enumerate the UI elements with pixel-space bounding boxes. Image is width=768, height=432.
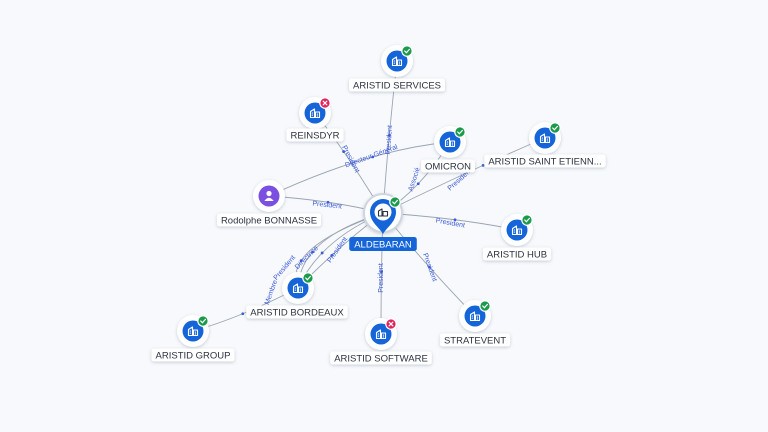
node-label: ARISTID SERVICES [353, 81, 441, 92]
edge-label: Membre [264, 279, 279, 306]
node-label: ARISTID BORDEAUX [250, 308, 344, 319]
edge-arrow-marker [453, 218, 457, 222]
node-label-box [421, 159, 475, 173]
edge-arrow-marker [330, 253, 334, 257]
node-label-box [286, 128, 344, 142]
check-icon [200, 318, 206, 324]
node-label: Rodolphe BONNASSE [221, 216, 317, 227]
edge-arrow-marker [241, 312, 245, 316]
graph-node-rodolphe-bonnasse[interactable]: Rodolphe BONNASSE [216, 180, 322, 227]
graph-node-aristid-bordeaux[interactable]: ARISTID BORDEAUX [246, 272, 348, 319]
node-label: ARISTID SAINT ETIENN... [488, 157, 601, 168]
edge-label: President [421, 252, 438, 282]
person-icon [264, 190, 274, 201]
status-active-icon [479, 300, 491, 312]
edge-label: Associé [407, 167, 421, 193]
status-active-icon [521, 214, 533, 226]
edge-arrow-marker [299, 259, 303, 263]
node-label-box [484, 154, 606, 168]
graph-node-reinsdyr[interactable]: REINSDYR [286, 97, 344, 142]
center-label-box [349, 237, 417, 251]
edge-line [268, 141, 451, 197]
graph-node-aristid-hub[interactable]: ARISTID HUB [482, 214, 552, 261]
edge-label: President [385, 125, 394, 155]
node-label: ARISTID SOFTWARE [334, 354, 428, 365]
status-active-icon [389, 196, 401, 208]
check-icon [305, 275, 311, 281]
check-icon [457, 129, 463, 135]
node-label-box [330, 351, 432, 365]
graph-node-aristid-saint-etienne[interactable]: ARISTID SAINT ETIENN... [484, 122, 606, 168]
edge-arrow-marker [380, 270, 383, 274]
status-active-icon [454, 126, 466, 138]
node-label: ARISTID GROUP [156, 351, 231, 362]
node-label: REINSDYR [290, 131, 339, 142]
edge-arrow-marker [320, 251, 324, 255]
edge-label: President [435, 218, 465, 230]
company-icon [377, 208, 389, 217]
check-icon [524, 217, 530, 223]
cross-icon [322, 100, 328, 106]
edge-arrow-marker [311, 250, 314, 254]
edge-line [382, 137, 546, 214]
check-icon [392, 199, 398, 205]
graph-node-aristid-software[interactable]: ARISTID SOFTWARE [330, 318, 432, 365]
edge-label: President [312, 200, 342, 210]
edge-arrow-marker [371, 155, 375, 159]
status-active-icon [401, 45, 413, 57]
edge-label: President [326, 236, 349, 264]
node-label: OMICRON [425, 162, 471, 173]
status-active-icon [302, 272, 314, 284]
node-label-box [216, 213, 322, 227]
edge-label: President [378, 263, 385, 293]
graph-node-omicron[interactable]: OMICRON [421, 126, 475, 173]
status-active-icon [549, 122, 561, 134]
center-label: ALDEBARAN [354, 240, 412, 251]
node-label-box [349, 78, 445, 92]
edge-arrow-marker [481, 163, 485, 167]
edge-arrow-marker [428, 265, 431, 269]
edge-arrow-marker [416, 182, 420, 186]
node-label-box [439, 333, 511, 347]
cross-icon [388, 321, 394, 327]
node-label-box [151, 348, 235, 362]
check-icon [404, 48, 410, 54]
node-label: STRATEVENT [444, 336, 506, 347]
check-icon [482, 303, 488, 309]
edge-label: Directrice [294, 245, 320, 271]
node-label-box [482, 247, 552, 261]
node-label: ARISTID HUB [487, 250, 547, 261]
status-active-icon [197, 315, 209, 327]
graph-node-aristid-services[interactable]: ARISTID SERVICES [349, 45, 445, 92]
node-label-box [246, 305, 348, 319]
check-icon [552, 125, 558, 131]
graph-node-aristid-group[interactable]: ARISTID GROUP [151, 315, 235, 362]
edge-arrow-marker [387, 134, 391, 137]
edge-arrow-marker [342, 150, 346, 153]
graph-node-stratevent[interactable]: STRATEVENT [439, 300, 511, 347]
edge-arrow-marker [326, 200, 330, 204]
graph-node-center[interactable]: ALDEBARAN [349, 193, 417, 251]
